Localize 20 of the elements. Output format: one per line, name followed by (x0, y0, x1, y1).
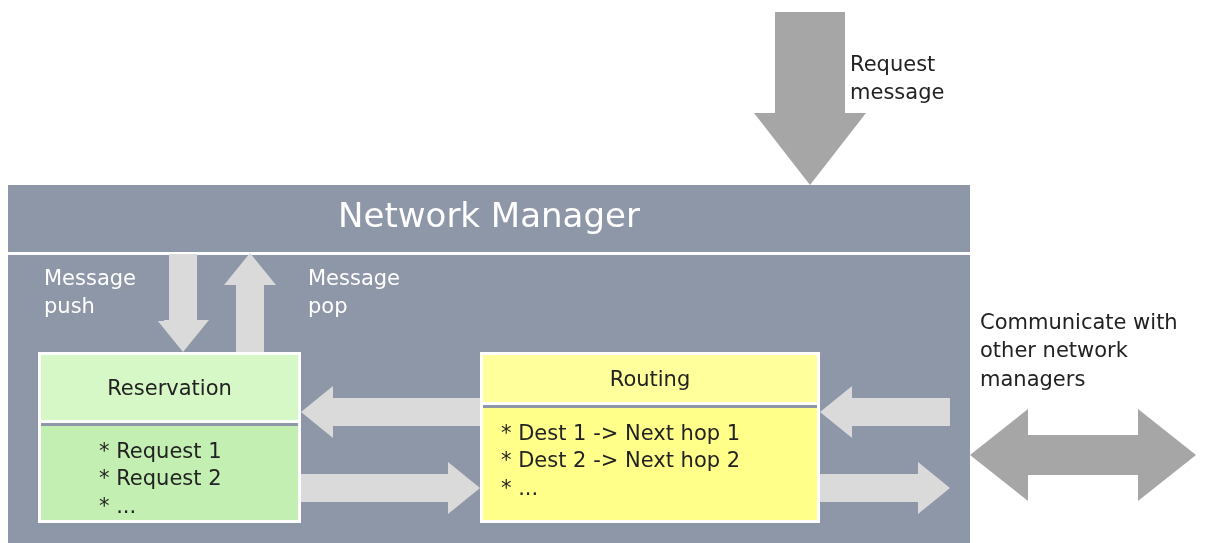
block-arrow (224, 253, 276, 352)
panel-title: Network Manager (337, 195, 641, 235)
block-arrow (970, 409, 1196, 501)
block-arrow (301, 386, 480, 438)
box-title: Routing (609, 366, 691, 391)
list-item: * Request 2 (99, 465, 223, 493)
box-title: Reservation (107, 375, 232, 400)
block-arrow (157, 254, 209, 352)
block-arrow (820, 386, 950, 438)
block-arrow (754, 12, 866, 185)
block-arrow (820, 462, 950, 514)
list-item: * ... (99, 492, 138, 520)
list-item: * ... (501, 474, 540, 502)
manager-panel (8, 185, 970, 543)
block-arrow (301, 462, 480, 514)
list-item: * Request 1 (99, 438, 223, 465)
table-box (480, 352, 820, 523)
table-box (38, 352, 301, 523)
list-item: * Dest 2 -> Next hop 2 (501, 447, 742, 475)
list-item: * Dest 1 -> Next hop 1 (501, 420, 742, 447)
